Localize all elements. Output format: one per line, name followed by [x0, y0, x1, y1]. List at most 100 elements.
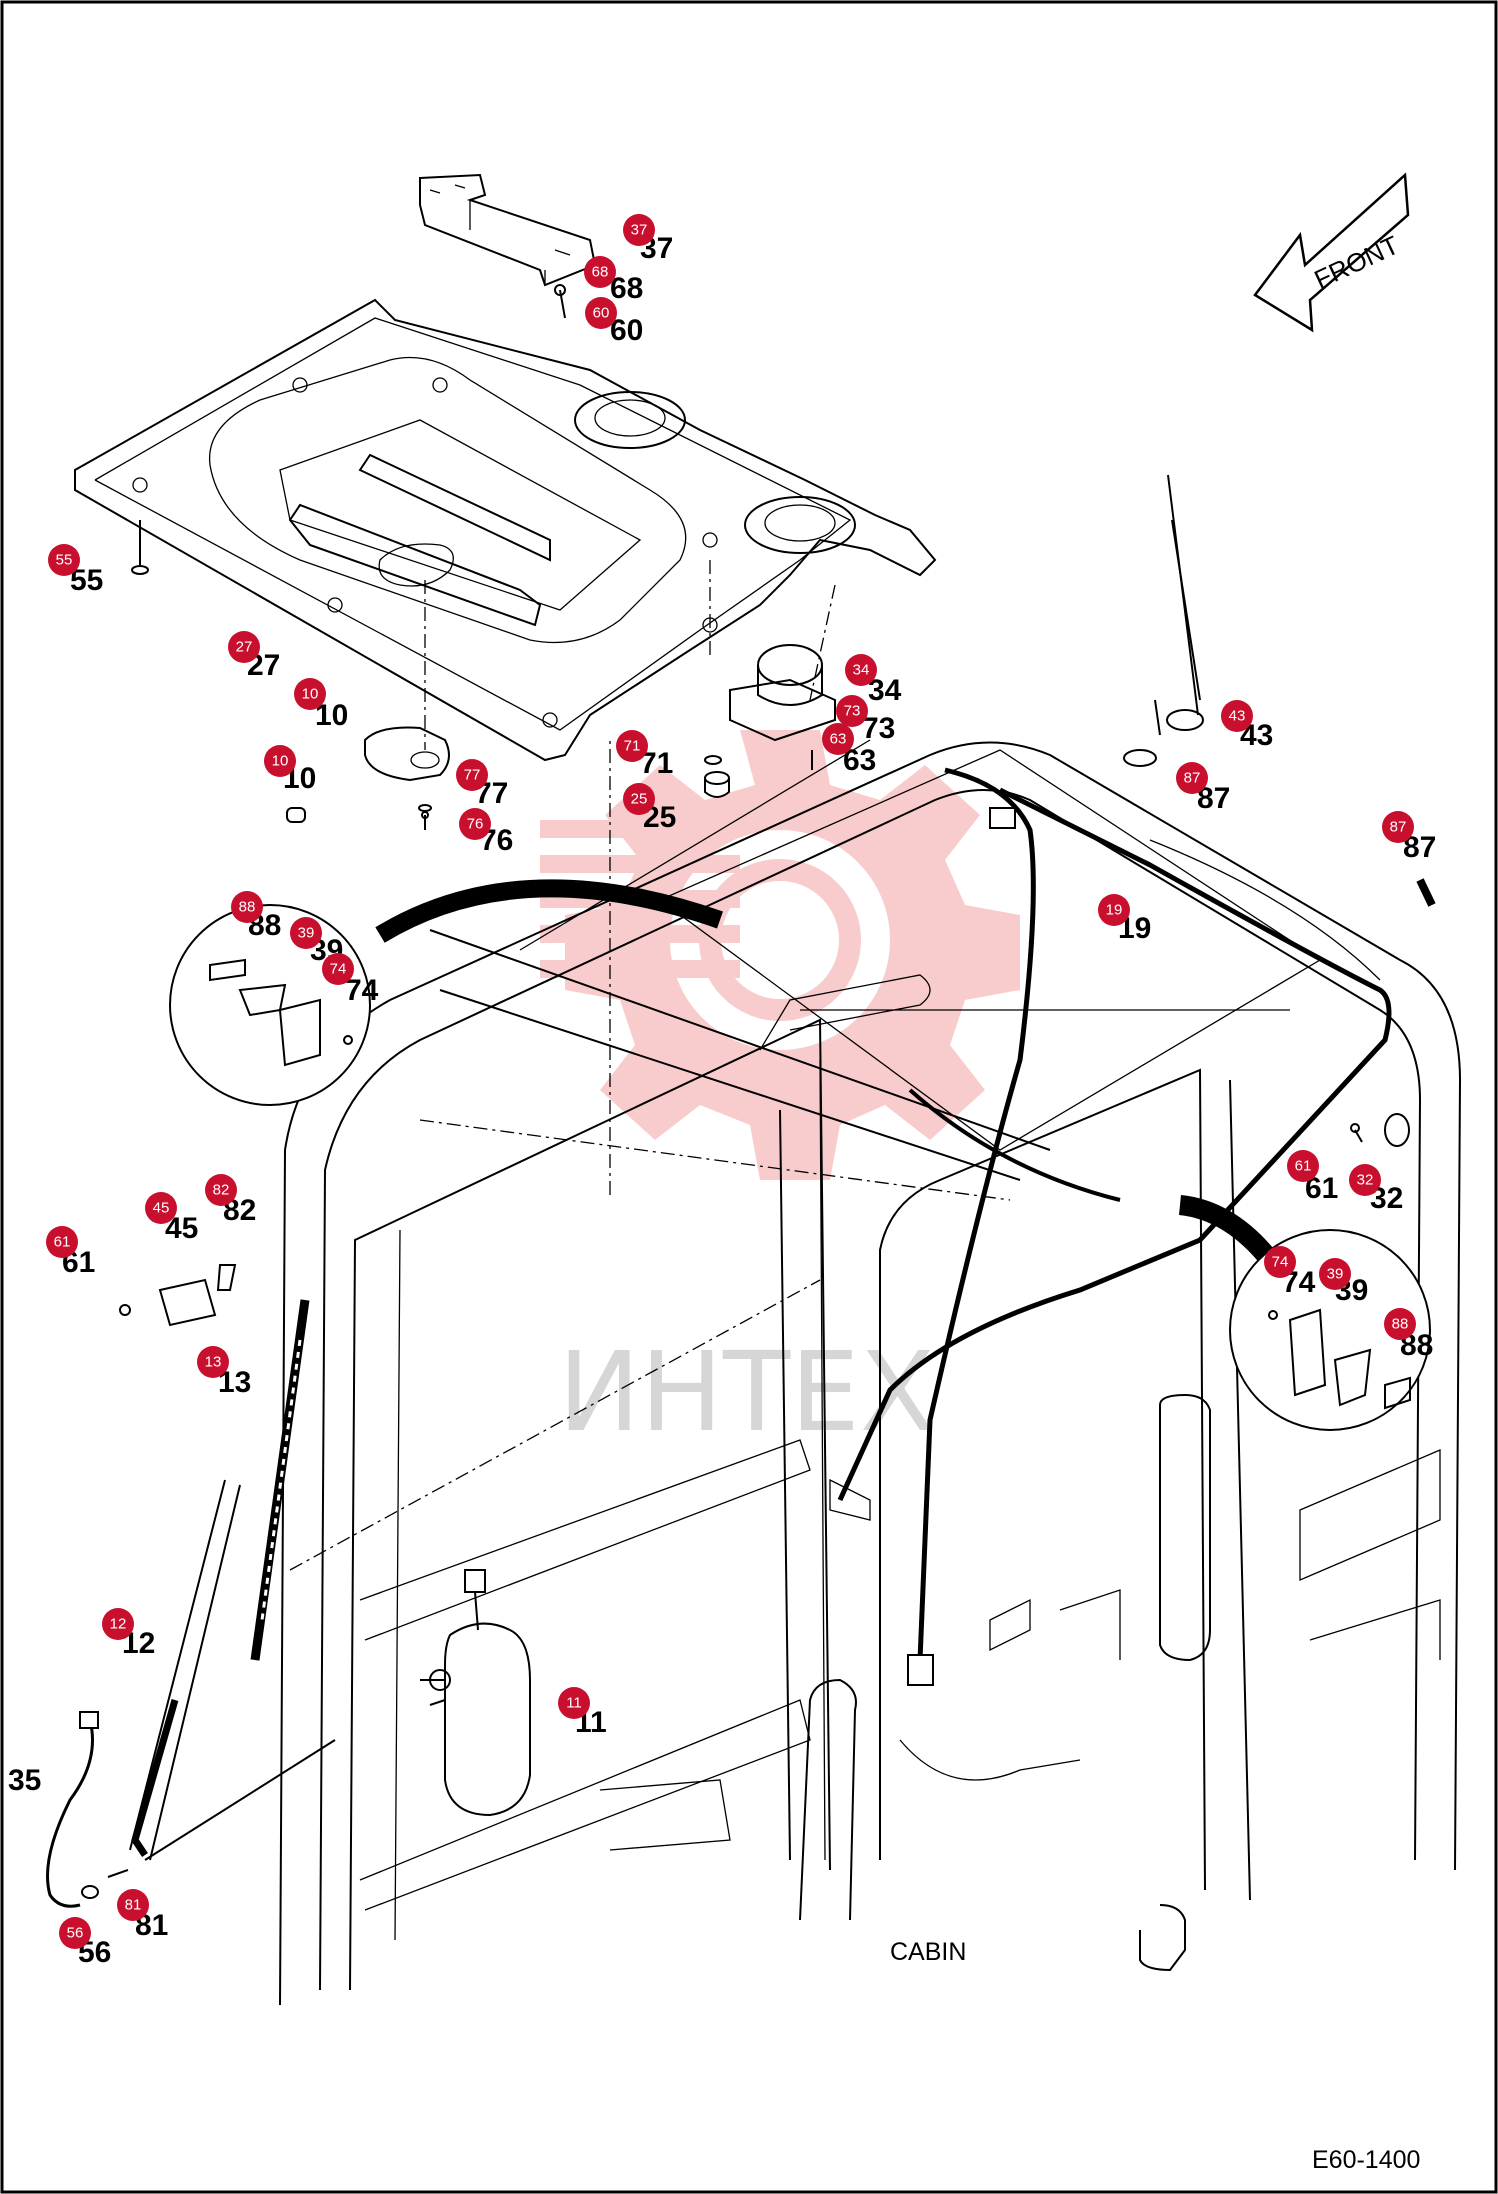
svg-text:61: 61 [1295, 1158, 1312, 1175]
pin-87 [1416, 878, 1436, 907]
label-74a: 74 [345, 974, 379, 1007]
svg-text:19: 19 [1106, 902, 1123, 919]
wiper-bracket-45 [119, 1264, 237, 1327]
badge-55: 55 [48, 544, 80, 576]
speaker-34 [729, 644, 836, 742]
badge-56: 56 [59, 1917, 91, 1949]
label-73: 73 [862, 712, 895, 745]
badge-43: 43 [1221, 700, 1253, 732]
badge-37: 37 [623, 214, 655, 246]
svg-text:37: 37 [631, 222, 648, 239]
badge-88b: 88 [1384, 1308, 1416, 1340]
badge-32: 32 [1349, 1164, 1381, 1196]
antenna-43 [1154, 474, 1204, 736]
svg-text:73: 73 [844, 703, 861, 720]
badge-25: 25 [623, 783, 655, 815]
svg-text:81: 81 [125, 1897, 142, 1914]
badge-39b: 39 [1319, 1258, 1351, 1290]
badge-68: 68 [584, 256, 616, 288]
badge-19: 19 [1098, 894, 1130, 926]
washer-tank-11 [420, 1569, 531, 1817]
svg-text:74: 74 [1272, 1254, 1289, 1271]
badge-11: 11 [558, 1687, 590, 1719]
svg-text:87: 87 [1184, 770, 1201, 787]
leader-lines [424, 560, 836, 1195]
svg-text:43: 43 [1229, 708, 1246, 725]
badge-27: 27 [228, 631, 260, 663]
svg-text:34: 34 [853, 662, 870, 679]
screw-76 [421, 811, 429, 830]
washer-77 [418, 804, 432, 812]
svg-text:76: 76 [467, 816, 484, 833]
detail-circle-left [169, 904, 371, 1106]
svg-text:13: 13 [205, 1354, 222, 1371]
svg-text:45: 45 [153, 1200, 170, 1217]
screw-61-right [1350, 1123, 1363, 1143]
detail-callout-band-right [1178, 1195, 1278, 1267]
badge-71: 71 [616, 730, 648, 762]
bolt-60 [554, 284, 566, 319]
badge-87b: 87 [1382, 811, 1414, 843]
cabin-caption: CABIN [890, 1938, 966, 1966]
bulb-10 [286, 807, 306, 823]
svg-text:61: 61 [54, 1234, 71, 1251]
svg-text:87: 87 [1390, 819, 1407, 836]
badge-77: 77 [456, 759, 488, 791]
badge-39a: 39 [290, 917, 322, 949]
drawing-code: E60-1400 [1312, 2146, 1420, 2174]
badge-45: 45 [145, 1192, 177, 1224]
cabin-frame [279, 739, 1462, 2006]
detail-callout-band-left [375, 879, 723, 943]
badge-12: 12 [102, 1608, 134, 1640]
wiper-blade-13 [250, 1299, 310, 1661]
badge-61b: 61 [46, 1226, 78, 1258]
grommet-25 [704, 771, 730, 798]
svg-text:32: 32 [1357, 1172, 1374, 1189]
svg-text:12: 12 [110, 1616, 127, 1633]
svg-text:27: 27 [236, 639, 253, 656]
svg-text:71: 71 [624, 738, 641, 755]
svg-text:39: 39 [298, 925, 315, 942]
wiper-arm-12 [129, 1479, 336, 1861]
svg-text:88: 88 [1392, 1316, 1409, 1333]
washer-71 [704, 755, 722, 765]
nozzle-81-56 [81, 1869, 129, 1899]
badge-76: 76 [459, 808, 491, 840]
detail-circle-right [1229, 1229, 1431, 1431]
svg-text:10: 10 [302, 686, 319, 703]
wire-harness-19 [837, 767, 1392, 1686]
svg-text:11: 11 [566, 1695, 582, 1712]
badge-82: 82 [205, 1174, 237, 1206]
badge-87a: 87 [1176, 762, 1208, 794]
label-68: 68 [610, 272, 643, 305]
badge-74b: 74 [1264, 1246, 1296, 1278]
nut-87 [1123, 749, 1157, 767]
svg-text:68: 68 [592, 264, 609, 281]
badge-10b: 10 [264, 745, 296, 777]
dome-lamp [364, 726, 450, 782]
svg-text:63: 63 [830, 731, 847, 748]
badge-63: 63 [822, 723, 854, 755]
roof-trim-panel [74, 298, 937, 762]
svg-text:10: 10 [272, 753, 289, 770]
roof-mount-bracket [419, 173, 597, 287]
svg-text:60: 60 [593, 305, 610, 322]
screw-55 [131, 520, 149, 575]
badge-73: 73 [836, 695, 868, 727]
badge-34: 34 [845, 654, 877, 686]
callout-badges: 37 68 60 55 27 10 10 77 76 71 25 34 73 6… [46, 214, 1416, 1949]
svg-text:25: 25 [631, 791, 648, 808]
badge-88a: 88 [231, 891, 263, 923]
svg-text:77: 77 [464, 767, 481, 784]
svg-text:55: 55 [56, 552, 73, 569]
svg-text:88: 88 [239, 899, 256, 916]
badge-60: 60 [585, 297, 617, 329]
badge-13: 13 [197, 1346, 229, 1378]
svg-text:82: 82 [213, 1182, 230, 1199]
front-direction-arrow: FRONT [1253, 172, 1410, 333]
clip-32 [1384, 1113, 1410, 1147]
badge-61a: 61 [1287, 1150, 1319, 1182]
